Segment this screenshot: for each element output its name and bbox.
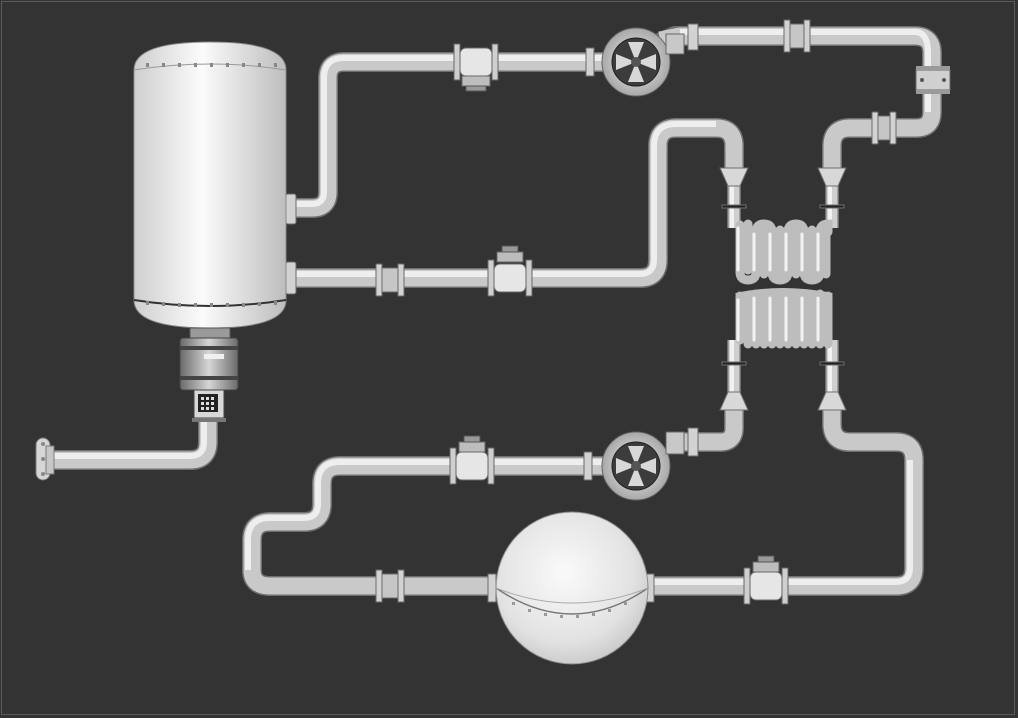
middle-check-valve[interactable] [487,245,533,297]
pipe-flanges [285,19,897,603]
exchanger-nozzles [719,167,847,411]
tank-upper-outlet-pipe [292,52,604,218]
bottom-right-check-valve[interactable] [743,555,789,605]
motor-icon [198,394,218,412]
vertical-storage-tank[interactable] [133,41,287,329]
spherical-tank[interactable] [495,511,649,665]
fan-pump-icon [616,446,656,486]
lower-turbine-pump[interactable] [601,431,685,501]
lower-gate-valve[interactable] [449,435,495,485]
inlet-flange [35,437,55,481]
upper-turbine-pump[interactable] [601,27,685,97]
right-loop-union [915,66,951,94]
fan-pump-icon [616,42,656,82]
inline-motor[interactable] [179,327,239,422]
heat-exchanger-upper-coil [735,219,833,285]
top-gate-valve[interactable] [453,43,499,92]
pump-discharge-pipe [650,26,942,168]
heat-exchanger-lower-coil [735,288,833,349]
pipe-network [48,26,942,596]
